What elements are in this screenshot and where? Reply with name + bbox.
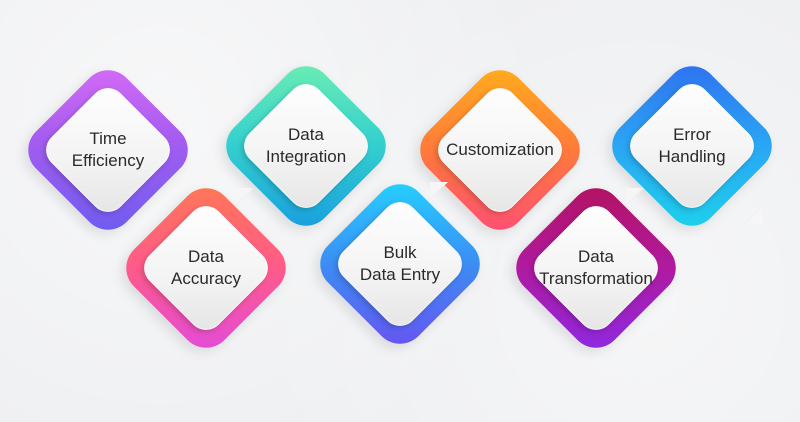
diamond-card [136,198,276,338]
diamond-card [330,194,470,334]
page-fold-icon [626,188,644,206]
feature-bulk-data-entry: Bulk Data Entry [309,173,491,355]
feature-data-accuracy: Data Accuracy [115,177,297,359]
page-fold-icon [430,182,448,200]
diamond-card [526,198,666,338]
feature-data-transformation: Data Transformation [505,177,687,359]
page-fold-icon [236,188,254,206]
page-fold-icon [744,206,762,224]
